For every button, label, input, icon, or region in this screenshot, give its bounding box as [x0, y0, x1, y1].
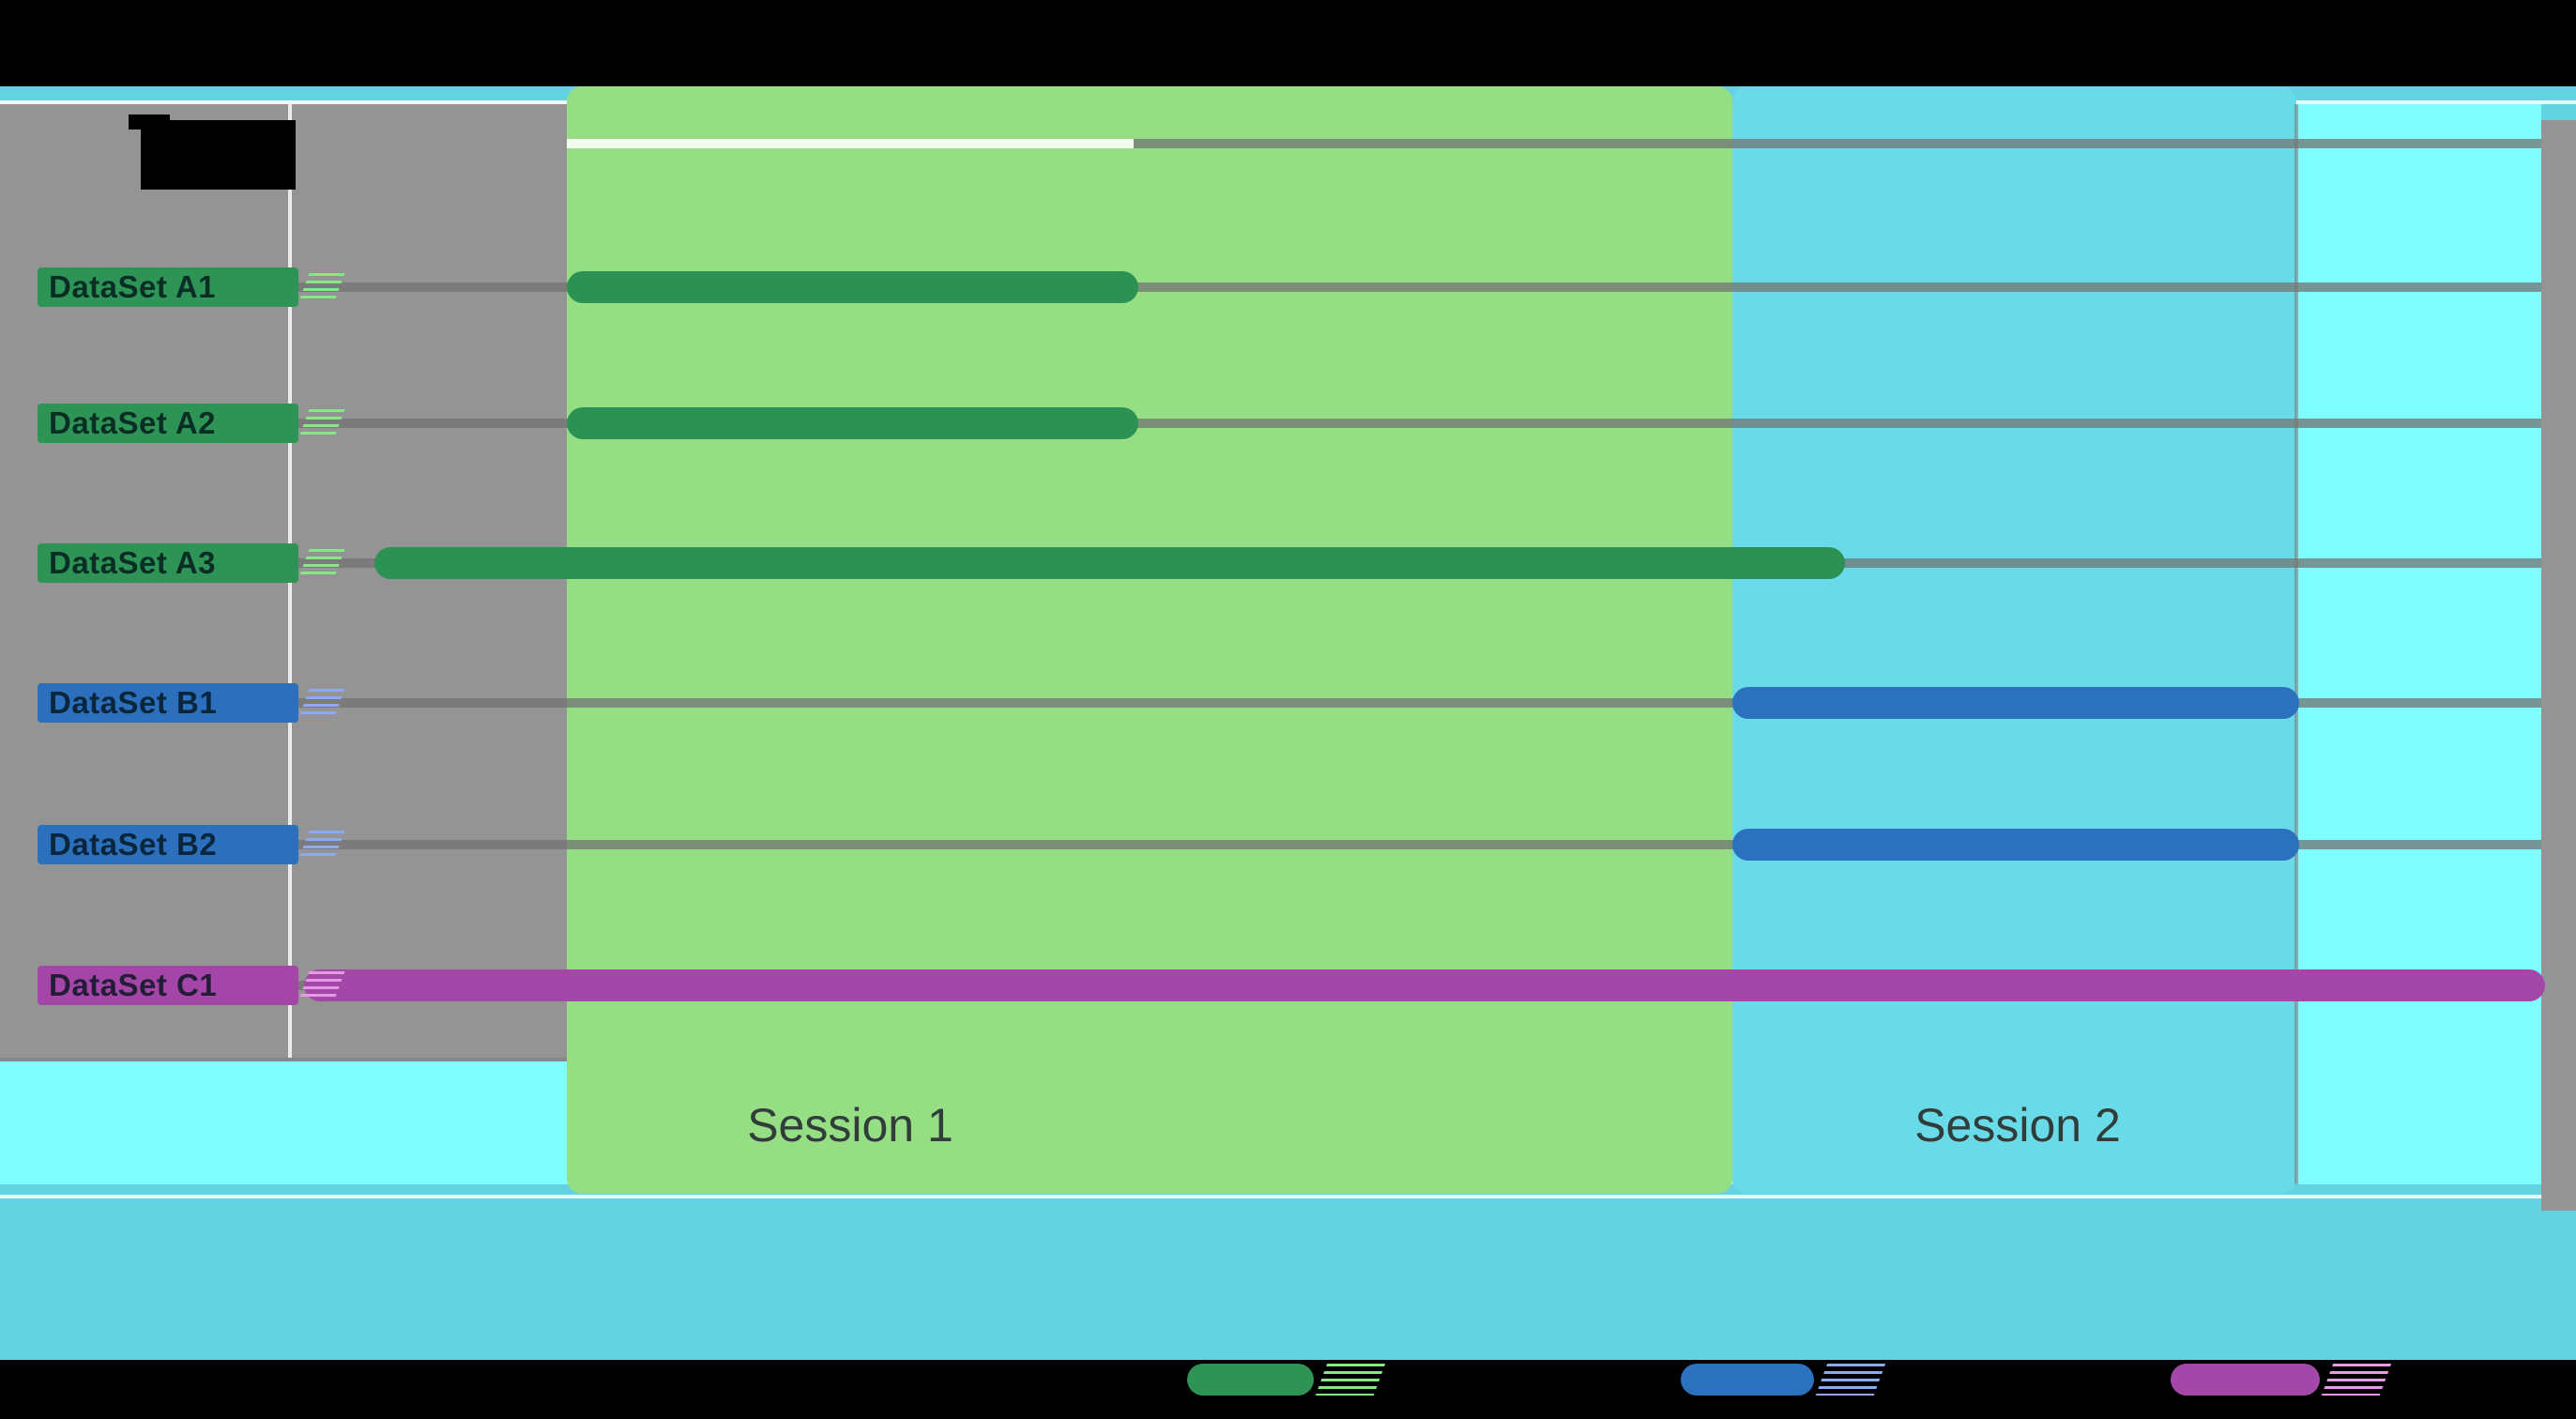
- time-row-track: [1134, 139, 2541, 148]
- session2-right-edge-line: [2294, 104, 2298, 1184]
- session-label-1: Session 1: [747, 1099, 953, 1152]
- series-c-swatch-stripe-decoration: [2321, 1364, 2392, 1396]
- gantt-bar-dataset-b1: [1732, 687, 2299, 719]
- row-label: DataSet A2: [49, 405, 217, 440]
- row-label-chip: DataSet C1: [38, 966, 298, 1005]
- series-b-swatch-stripe-decoration: [1815, 1364, 1886, 1396]
- time-header-redaction-tip: [129, 114, 170, 130]
- series-b-swatch: [1681, 1364, 1814, 1396]
- time-row-white-segment: [567, 139, 1134, 148]
- row-label: DataSet A3: [49, 545, 217, 580]
- right-margin-panel: [2541, 120, 2576, 1211]
- gantt-bar-dataset-a3: [374, 547, 1845, 579]
- series-a-swatch: [1187, 1364, 1314, 1396]
- row-label-chip: DataSet A3: [38, 543, 298, 583]
- row-track: [291, 698, 2541, 708]
- time-header-redaction-box: [141, 120, 296, 190]
- time-header-label: Time: [150, 128, 246, 174]
- row-label-chip: DataSet B2: [38, 825, 298, 864]
- gantt-bar-dataset-a1: [567, 271, 1138, 303]
- gantt-bar-dataset-b2: [1732, 829, 2299, 861]
- legend-strip: [0, 1360, 2576, 1419]
- row-label: DataSet B2: [49, 827, 218, 862]
- row-label-chip: DataSet B1: [38, 683, 298, 723]
- gantt-bar-dataset-c1: [304, 969, 2545, 1001]
- series-a-swatch-stripe-decoration: [1315, 1364, 1386, 1396]
- series-c-swatch: [2171, 1364, 2320, 1396]
- session-label-2: Session 2: [1914, 1099, 2121, 1152]
- row-label-chip: DataSet A1: [38, 267, 298, 307]
- session-band-2: [1732, 86, 2296, 1194]
- row-label-chip: DataSet A2: [38, 404, 298, 443]
- left-margin-panel: [0, 104, 567, 1061]
- row-label: DataSet C1: [49, 968, 218, 1002]
- session-band-1: [567, 86, 1732, 1194]
- axes-bottom-spine: [0, 1195, 2541, 1198]
- row-track: [291, 282, 2541, 292]
- row-track: [291, 840, 2541, 849]
- row-label: DataSet A1: [49, 269, 217, 304]
- legend: [0, 1360, 2576, 1419]
- row-track: [291, 419, 2541, 428]
- gantt-bar-dataset-a2: [567, 407, 1138, 439]
- row-label: DataSet B1: [49, 685, 218, 720]
